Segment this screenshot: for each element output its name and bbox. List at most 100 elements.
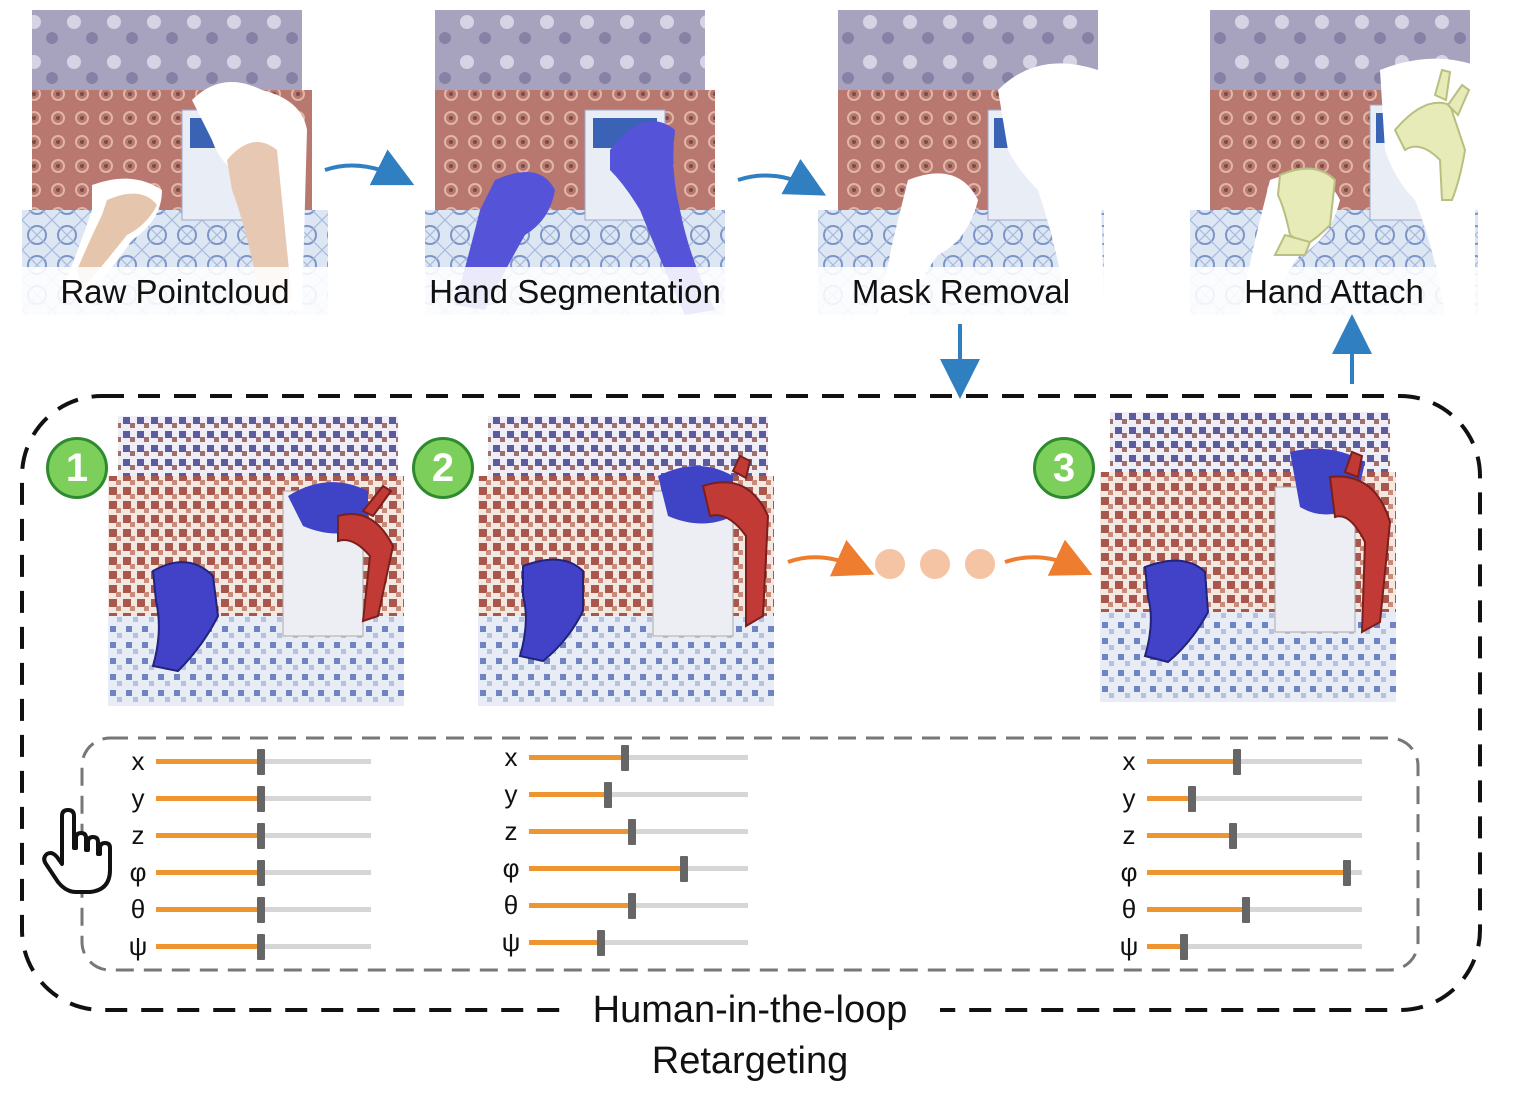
slider-label: y [504, 779, 518, 809]
slider-handle[interactable] [627, 893, 636, 919]
slider-track[interactable] [156, 786, 371, 812]
slider-handle[interactable] [257, 786, 266, 812]
slider-row-2: y [499, 779, 753, 809]
retarget-step-1-image [108, 416, 404, 706]
slider-label: z [504, 816, 518, 846]
slider-track[interactable] [529, 819, 748, 845]
slider-label: x [504, 742, 518, 772]
slider-row-5: θ [499, 890, 753, 920]
stage-label-hand-attach: Hand Attach [1190, 267, 1478, 315]
arrow-seg-to-mask [737, 158, 827, 196]
slider-label: ψ [1119, 931, 1139, 961]
slider-handle[interactable] [603, 782, 612, 808]
slider-handle[interactable] [680, 856, 689, 882]
slider-handle[interactable] [597, 930, 606, 956]
slider-track[interactable] [1147, 786, 1362, 812]
slider-fill [156, 944, 262, 949]
slider-handle[interactable] [1179, 934, 1188, 960]
stage-panel-hand-attach: Hand Attach [1190, 10, 1478, 315]
slider-handle[interactable] [1188, 786, 1197, 812]
slider-handle[interactable] [621, 745, 630, 771]
slider-row-5: θ [1117, 894, 1367, 924]
slider-label: φ [502, 853, 520, 883]
slider-label: y [131, 783, 145, 813]
slider-handle[interactable] [257, 934, 266, 960]
slider-fill [529, 940, 602, 945]
slider-row-2: y [1117, 783, 1367, 813]
slider-track[interactable] [1147, 749, 1362, 775]
slider-handle[interactable] [627, 819, 636, 845]
slider-handle[interactable] [1233, 749, 1242, 775]
attached-hand-left [1273, 167, 1337, 256]
slider-row-1: x [126, 746, 376, 776]
slider-track[interactable] [529, 930, 748, 956]
slider-label: y [1122, 783, 1136, 813]
stage-label-mask-removal: Mask Removal [818, 267, 1104, 315]
slider-row-1: x [1117, 746, 1367, 776]
slider-track[interactable] [1147, 823, 1362, 849]
retarget-step-2-image [478, 416, 774, 706]
slider-fill [529, 866, 685, 871]
arrow-dots-to-step3 [1004, 539, 1093, 576]
slider-track[interactable] [156, 934, 371, 960]
slider-label: θ [1121, 894, 1137, 924]
slider-track[interactable] [1147, 934, 1362, 960]
slider-row-1: x [499, 742, 753, 772]
slider-track[interactable] [156, 749, 371, 775]
slider-fill [1147, 833, 1233, 838]
slider-fill [1147, 796, 1193, 801]
slider-track[interactable] [156, 897, 371, 923]
slider-row-5: θ [126, 894, 376, 924]
slider-fill [156, 796, 262, 801]
slider-fill [1147, 907, 1246, 912]
ellipsis-dot-2 [920, 549, 950, 579]
slider-track[interactable] [156, 823, 371, 849]
slider-track[interactable] [156, 860, 371, 886]
slider-fill [1147, 944, 1184, 949]
slider-track[interactable] [1147, 897, 1362, 923]
slider-fill [156, 870, 262, 875]
slider-row-4: φ [499, 853, 753, 883]
slider-handle[interactable] [1229, 823, 1237, 849]
slider-track[interactable] [529, 856, 748, 882]
pointing-hand-icon [42, 808, 112, 894]
slider-row-3: z [126, 820, 376, 850]
slider-label: θ [130, 894, 146, 924]
retarget-step-3-image [1100, 412, 1396, 702]
slider-fill [529, 903, 632, 908]
slider-row-3: z [499, 816, 753, 846]
raw-pointcloud-image [22, 10, 328, 315]
slider-track[interactable] [529, 782, 748, 808]
stage-panel-hand-segmentation: Hand Segmentation [415, 10, 735, 315]
step-badge-3: 3 [1033, 437, 1095, 499]
slider-row-4: φ [1117, 857, 1367, 887]
slider-fill [156, 833, 262, 838]
slider-handle[interactable] [257, 823, 266, 849]
stage-label-hand-segmentation: Hand Segmentation [415, 267, 735, 315]
slider-label: x [1122, 746, 1136, 776]
slider-handle[interactable] [257, 897, 266, 923]
slider-handle[interactable] [1241, 897, 1250, 923]
ellipsis-dot-1 [875, 549, 905, 579]
slider-handle[interactable] [257, 749, 266, 775]
step-badge-2: 2 [412, 437, 474, 499]
slider-handle[interactable] [1342, 860, 1351, 886]
slider-fill [156, 759, 262, 764]
slider-label: φ [1120, 857, 1138, 887]
slider-label: z [131, 820, 145, 850]
slider-row-6: ψ [126, 931, 376, 961]
slider-fill [529, 755, 626, 760]
arrow-step2-to-dots [787, 539, 875, 577]
slider-track[interactable] [529, 745, 748, 771]
slider-track[interactable] [529, 893, 748, 919]
caption-line-1: Human-in-the-loop [560, 985, 940, 1035]
ellipsis-dot-3 [965, 549, 995, 579]
slider-fill [529, 829, 632, 834]
stage-panel-raw-pointcloud: Raw Pointcloud [22, 10, 328, 315]
slider-label: ψ [501, 927, 521, 957]
slider-handle[interactable] [257, 860, 266, 886]
slider-track[interactable] [1147, 860, 1362, 886]
slider-row-4: φ [126, 857, 376, 887]
